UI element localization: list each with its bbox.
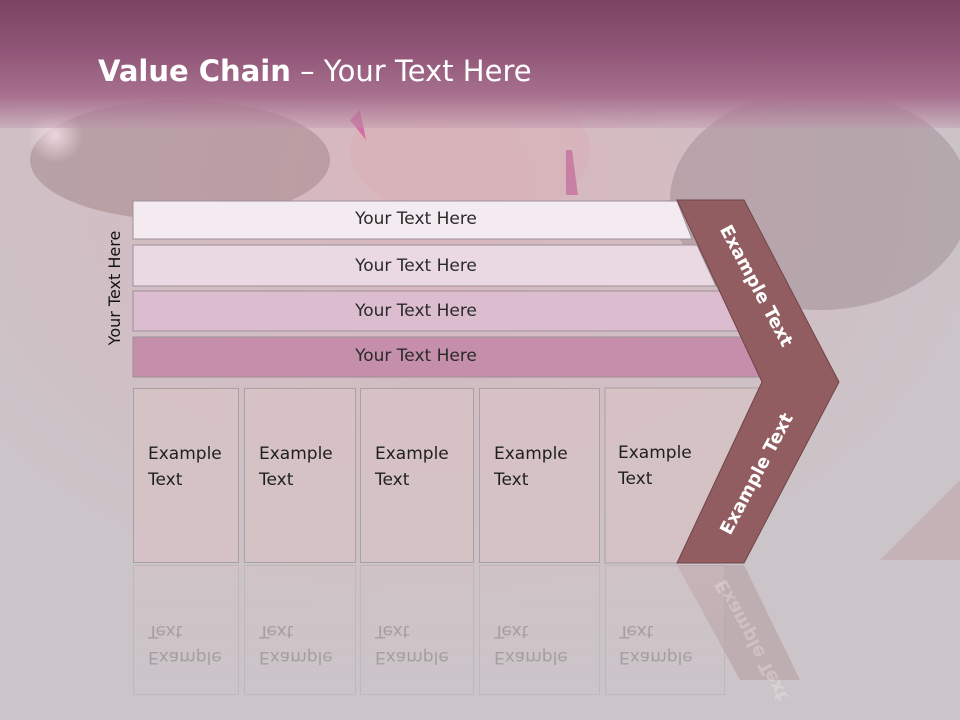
row-label-2: Your Text Here (355, 256, 477, 276)
row-bar-1 (132, 200, 693, 240)
page-title: Value Chain – Your Text Here (98, 54, 532, 88)
row-label-1: Your Text Here (355, 209, 477, 229)
row-label-4: Your Text Here (355, 346, 477, 366)
row-bar-2 (132, 244, 717, 287)
margin-chevron-reflection (677, 565, 800, 680)
row-label-3: Your Text Here (355, 301, 477, 321)
title-bar (0, 0, 960, 128)
margin-chevron (676, 199, 840, 564)
